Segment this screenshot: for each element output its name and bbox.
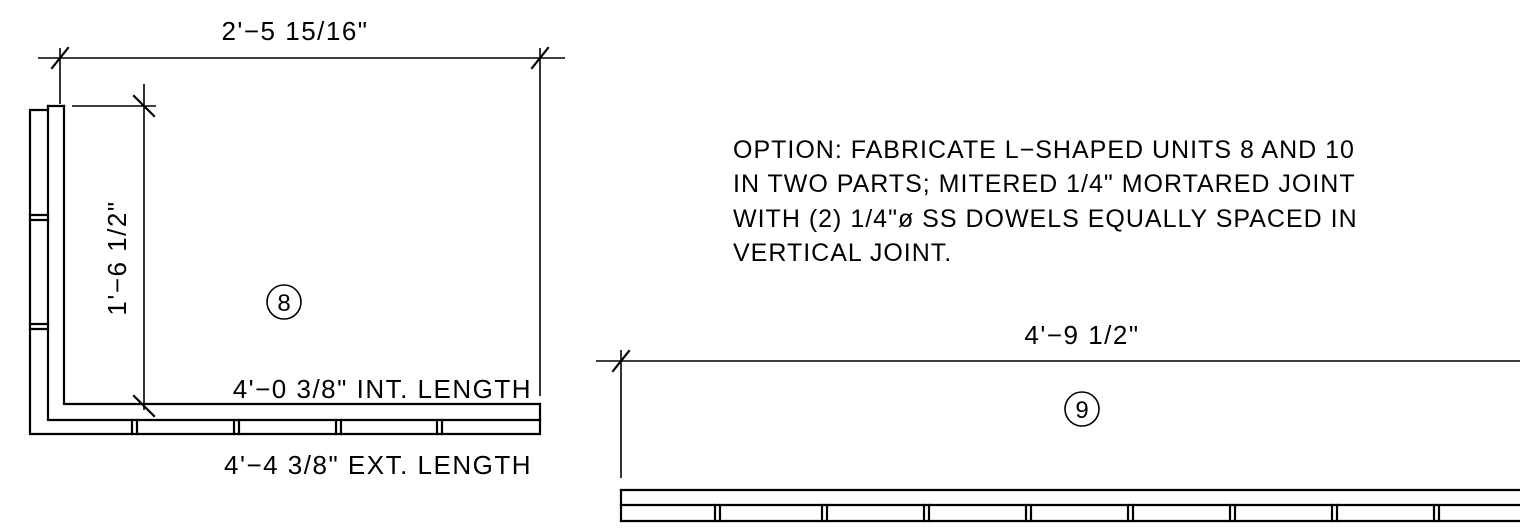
unit-8-int-length-label: 4'−0 3/8" INT. LENGTH (233, 374, 532, 404)
unit-9-drawing: 4'−9 1/2" 9 (596, 320, 1520, 523)
unit-8-tag-number: 8 (277, 290, 290, 317)
unit-8-l-shape (28, 104, 542, 436)
note-line-2: IN TWO PARTS; MITERED 1/4" MORTARED JOIN… (733, 170, 1356, 198)
option-note: OPTION: FABRICATE L−SHAPED UNITS 8 AND 1… (733, 136, 1358, 267)
note-line-4: VERTICAL JOINT. (733, 239, 952, 267)
unit-8-ext-length-label: 4'−4 3/8" EXT. LENGTH (224, 450, 532, 480)
unit-8-vertical-dimension: 1'−6 1/2" (72, 84, 156, 418)
unit-9-tag-number: 9 (1075, 397, 1088, 424)
unit-9-top-dimension: 4'−9 1/2" (596, 320, 1520, 478)
note-line-1: OPTION: FABRICATE L−SHAPED UNITS 8 AND 1… (733, 136, 1355, 164)
unit-8-drawing: 2'−5 15/16" 1'−6 1/2" (28, 16, 565, 480)
unit-9-top-dimension-label: 4'−9 1/2" (1024, 320, 1139, 350)
unit-9-stone-band (619, 488, 1520, 523)
unit-8-top-dimension-label: 2'−5 15/16" (221, 16, 368, 46)
unit-8-vertical-dimension-label: 1'−6 1/2" (102, 200, 132, 315)
unit-9-tag: 9 (1064, 391, 1100, 427)
note-line-3: WITH (2) 1/4"ø SS DOWELS EQUALLY SPACED … (733, 205, 1358, 233)
unit-8-top-dimension: 2'−5 15/16" (38, 16, 565, 396)
unit-8-tag: 8 (266, 284, 302, 320)
